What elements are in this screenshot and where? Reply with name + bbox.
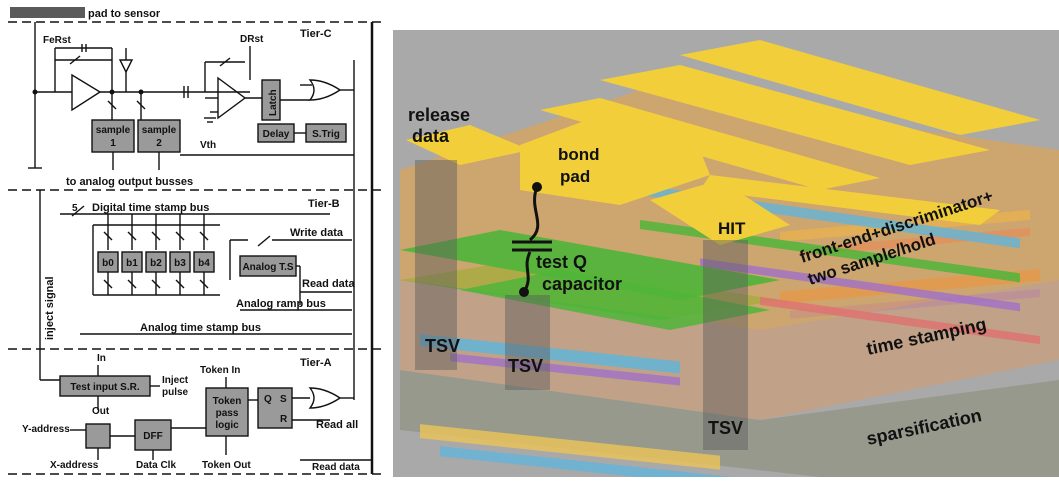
preamp-triangle — [71, 73, 102, 112]
token-label-1: Token — [213, 396, 242, 407]
sensor-pad — [10, 7, 85, 18]
bond-pad-label-1: bond — [558, 145, 600, 164]
buffer-triangle — [118, 59, 134, 74]
circuit-schematic: pad to sensor Tier-C Tier-B Tier-A injec… — [8, 7, 383, 475]
sample-1-index: 1 — [110, 138, 116, 149]
vth-label: Vth — [200, 140, 216, 151]
release-data-label-1: release — [408, 105, 470, 125]
latch-label: Latch — [268, 89, 279, 116]
token-in-label: Token In — [200, 365, 240, 376]
tier-b-label: Tier-B — [308, 198, 340, 210]
tier-c-label: Tier-C — [300, 28, 332, 40]
bit-cell-0-switch-top — [103, 231, 113, 241]
front-end-green-plane — [400, 230, 780, 300]
bit-cell-0-switch-bottom — [103, 279, 113, 289]
fe-rst-label: FeRst — [43, 35, 71, 46]
tsv-pillar-3 — [703, 240, 748, 450]
release-data-label-2: data — [412, 126, 450, 146]
read-data-label-a: Read data — [312, 462, 360, 473]
bit-cell-3-switch-bottom — [175, 279, 185, 289]
read-data-label-b: Read data — [302, 278, 355, 290]
analog-ts-label: Analog T.S — [242, 262, 293, 273]
delay-label: Delay — [263, 129, 290, 140]
bit-cell-3-switch-top — [175, 231, 185, 241]
sample-1-box — [91, 119, 135, 153]
bit-cell-4-switch-top — [199, 231, 209, 241]
bit-cell-4-switch-bottom — [199, 279, 209, 289]
dff-label: DFF — [143, 431, 162, 442]
layout-3d-view: release data bond pad HIT test Q capacit… — [393, 30, 1059, 482]
bit-cell-3-label: b3 — [174, 258, 186, 269]
tsv-pillar-1 — [415, 160, 457, 370]
discriminator-triangle — [217, 76, 247, 120]
pad-to-sensor-label: pad to sensor — [88, 8, 161, 20]
test-q-label-1: test Q — [536, 252, 587, 272]
bit-cell-1-label: b1 — [126, 258, 138, 269]
out-label: Out — [92, 406, 110, 417]
x-address-label: X-address — [50, 460, 99, 471]
hit-pad — [650, 180, 790, 245]
bit-cells: b0 b1 b2 b3 b4 — [97, 214, 215, 295]
address-decoder-box — [85, 423, 111, 449]
bond-pad-shape — [520, 115, 710, 205]
tier-a-label: Tier-A — [300, 357, 332, 369]
top-metal-strip-1 — [680, 40, 1040, 135]
bit-cell-1-switch-top — [127, 231, 137, 241]
in-label: In — [97, 353, 106, 364]
tsv-label-1: TSV — [425, 336, 460, 356]
top-metal-strip-2 — [600, 65, 990, 165]
sr-latch-box — [257, 387, 293, 429]
hit-label: HIT — [718, 219, 746, 238]
read-all-label: Read all — [316, 419, 358, 431]
test-q-wire-top — [528, 186, 540, 242]
sample-1-label: sample — [96, 125, 131, 136]
analog-output-label: to analog output busses — [66, 176, 193, 188]
tsv-label-3: TSV — [708, 418, 743, 438]
analog-ts-bus-label: Analog time stamp bus — [140, 322, 261, 334]
data-clk-label: Data Clk — [136, 460, 176, 471]
bit-cell-2-switch-top — [151, 231, 161, 241]
token-label-3: logic — [215, 420, 239, 431]
tsv-pillar-2 — [505, 295, 550, 390]
write-data-label: Write data — [290, 227, 344, 239]
inject-signal-label: inject signal — [44, 276, 56, 340]
token-out-label: Token Out — [202, 460, 251, 471]
or-gate-tier-a — [308, 387, 342, 409]
inject-pulse-label-1: Inject — [162, 375, 189, 386]
d-rst-label: DRst — [240, 34, 264, 45]
r-label: R — [280, 414, 288, 425]
sample-2-index: 2 — [156, 138, 162, 149]
sample-2-label: sample — [142, 125, 177, 136]
bit-cell-2-switch-bottom — [151, 279, 161, 289]
analog-ramp-bus-label: Analog ramp bus — [236, 298, 326, 310]
tsv-label-2: TSV — [508, 356, 543, 376]
test-input-sr-label: Test input S.R. — [70, 382, 139, 393]
test-q-label-2: capacitor — [542, 274, 622, 294]
or-gate-tier-c — [308, 79, 342, 101]
dff-box — [134, 419, 172, 451]
bus-width-label: 5 — [72, 203, 78, 214]
release-data-pad — [406, 125, 530, 165]
q-label: Q — [264, 394, 272, 405]
bond-pad-label-2: pad — [560, 167, 590, 186]
bit-cell-1-switch-bottom — [127, 279, 137, 289]
s-trig-label: S.Trig — [312, 129, 340, 140]
inject-pulse-label-2: pulse — [162, 387, 189, 398]
bit-cell-0-label: b0 — [102, 258, 114, 269]
bit-cell-4-label: b4 — [198, 258, 210, 269]
bit-cell-2-label: b2 — [150, 258, 162, 269]
sample-2-box — [137, 119, 181, 153]
digital-bus-label: Digital time stamp bus — [92, 202, 209, 214]
s-label: S — [280, 394, 287, 405]
token-label-2: pass — [216, 408, 239, 419]
token-pass-logic-box — [205, 387, 249, 437]
y-address-label: Y-address — [22, 424, 70, 435]
